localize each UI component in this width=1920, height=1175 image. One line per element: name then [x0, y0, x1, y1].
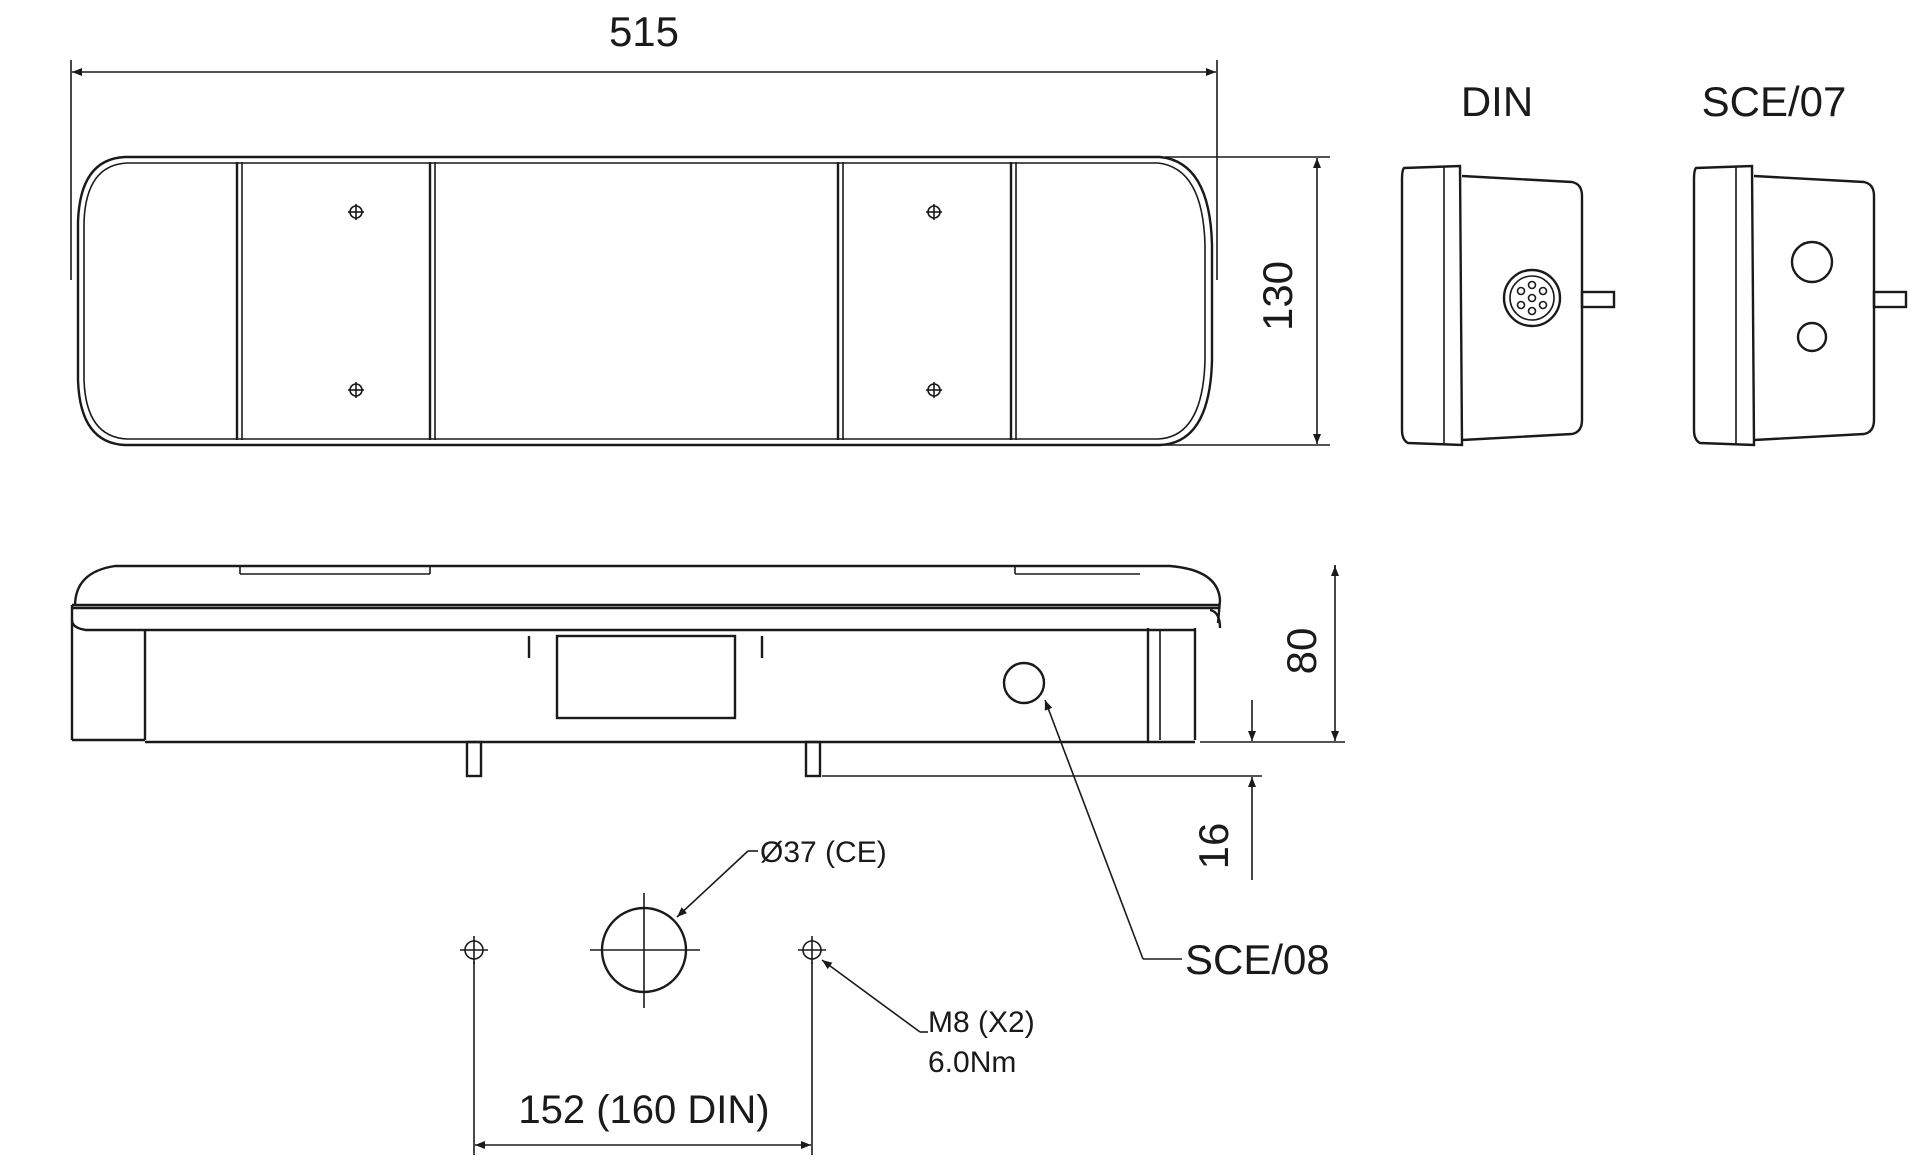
top-view	[70, 564, 1222, 778]
hole-diameter-callout: Ø37 (CE)	[676, 836, 887, 918]
thread-label: M8 (X2)	[928, 1006, 1035, 1039]
dimension-height-label: 130	[1254, 261, 1301, 331]
sce08-connector-hole	[1002, 661, 1046, 705]
sce07-side-view: SCE/07	[1692, 78, 1908, 447]
screw-icon	[926, 382, 942, 398]
thread-callout: M8 (X2) 6.0Nm	[821, 959, 1035, 1079]
sce08-callout: SCE/08	[1044, 699, 1330, 983]
sce07-title: SCE/07	[1702, 78, 1847, 125]
dimension-stud-label: 16	[1190, 823, 1237, 870]
hole-diameter-label: Ø37 (CE)	[760, 836, 887, 869]
center-hole-icon	[590, 893, 700, 1008]
sce08-label: SCE/08	[1185, 936, 1330, 983]
dimension-stud: 16	[822, 700, 1262, 880]
sce07-lower-hole	[1796, 321, 1828, 353]
torque-label: 6.0Nm	[928, 1046, 1016, 1079]
dimension-height: 130	[1165, 156, 1330, 446]
din-title: DIN	[1461, 78, 1533, 125]
dimension-length-label: 515	[609, 8, 679, 55]
screw-icon	[926, 204, 942, 220]
din-connector-icon	[1502, 268, 1562, 328]
sce07-upper-hole	[1790, 240, 1834, 284]
dimension-depth-label: 80	[1278, 628, 1325, 675]
screw-icon	[348, 204, 364, 220]
crosshair-icon	[460, 936, 488, 964]
mounting-pattern: 152 (160 DIN)	[460, 893, 826, 1155]
dimension-length: 515	[70, 8, 1218, 280]
dimension-depth: 80	[1200, 565, 1345, 743]
front-view	[76, 155, 1214, 447]
crosshair-icon	[798, 936, 826, 964]
din-side-view: DIN	[1400, 78, 1616, 447]
stud-spacing-label: 152 (160 DIN)	[518, 1088, 769, 1132]
screw-icon	[348, 382, 364, 398]
